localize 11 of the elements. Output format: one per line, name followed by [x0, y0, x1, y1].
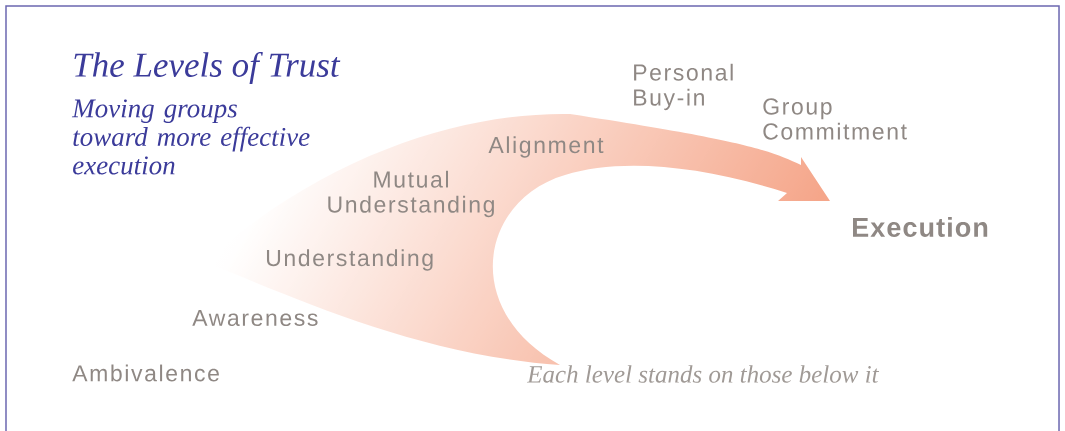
subtitle: Moving groups toward more effective execution [71, 99, 310, 175]
level-label: Mutual Understanding [328, 170, 494, 218]
level-label: Ambivalence [72, 364, 219, 382]
level-label: Personal Buy-in [634, 63, 733, 111]
level-label: Awareness [192, 310, 318, 326]
level-label: Alignment [488, 136, 604, 158]
level-label: Understanding [267, 249, 433, 271]
caption: Each level stands on those below it [526, 365, 880, 383]
level-label: Group Commitment [763, 98, 907, 140]
goal-label: Execution [853, 217, 988, 237]
title: The Levels of Trust [74, 51, 341, 85]
